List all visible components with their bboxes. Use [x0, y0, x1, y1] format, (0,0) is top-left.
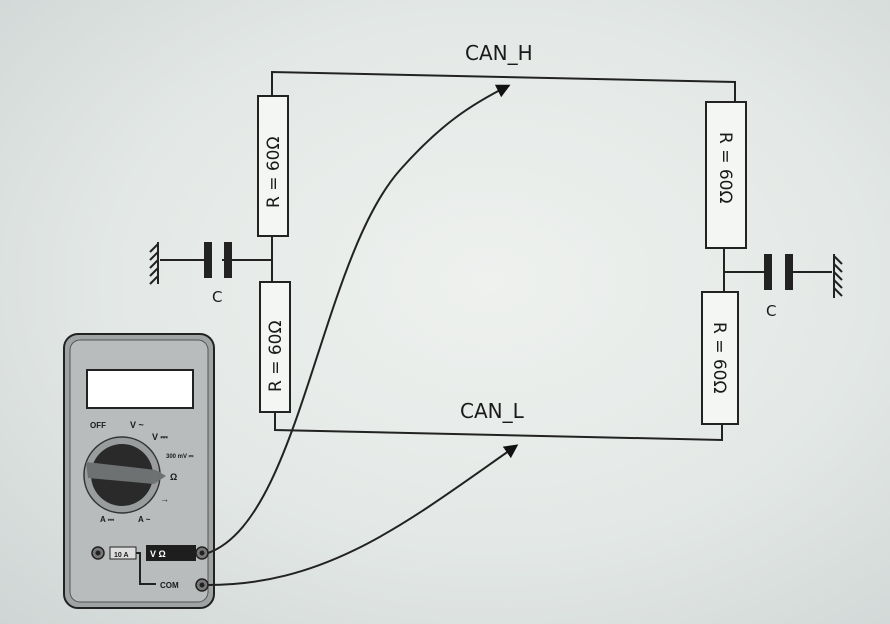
jack-com-label: COM: [160, 581, 179, 590]
right-termination: [701, 101, 843, 425]
dial-v-ac-label: V ~: [130, 420, 144, 430]
capacitor-left-label: C: [212, 288, 222, 306]
jack-com[interactable]: [195, 578, 209, 592]
dial-ohm-label: Ω: [170, 472, 177, 482]
dial-a-ac-label: A ~: [138, 515, 151, 524]
rotary-dial[interactable]: [83, 436, 166, 514]
resistor-right-top: [705, 101, 747, 249]
can-h-line: [271, 70, 736, 102]
resistor-right-bottom-label: R = 60Ω: [709, 322, 729, 394]
multimeter: OFF V ~ V ⎓ 300 mV ⎓ Ω → A ⎓ A ~ 10 A V …: [63, 333, 215, 609]
can-l-label: CAN_L: [460, 399, 525, 423]
probe-lead-v-ohm: [207, 84, 511, 554]
resistor-right-top-label: R = 60Ω: [715, 132, 735, 204]
capacitor-left: [204, 242, 212, 278]
resistor-left-bottom-label: R = 60Ω: [266, 321, 286, 393]
dial-off-label: OFF: [90, 421, 106, 430]
resistor-left-bottom: [259, 281, 291, 413]
jack-v-ohm[interactable]: [195, 546, 209, 560]
jack-10a-label: 10 A: [114, 552, 129, 559]
can-l-line: [274, 412, 723, 442]
can-h-label: CAN_H: [465, 41, 533, 65]
dial-v-dc-label: V ⎓: [152, 432, 169, 442]
jack-10a[interactable]: [91, 546, 105, 560]
left-termination: [149, 95, 291, 413]
resistor-right-bottom: [701, 291, 739, 425]
ground-left-icon: [149, 242, 159, 285]
ground-right-icon: [833, 254, 843, 298]
jack-v-ohm-label: V Ω: [150, 549, 166, 559]
multimeter-display: [86, 369, 194, 409]
probe-lead-com: [207, 444, 519, 586]
capacitor-right: [764, 254, 772, 290]
resistor-left-top-label: R = 60Ω: [264, 137, 284, 209]
capacitor-right-label: C: [766, 302, 776, 320]
dial-diode-label: →: [160, 494, 169, 504]
dial-a-dc-label: A ⎓: [100, 515, 115, 524]
dial-mv-dc-label: 300 mV ⎓: [166, 454, 194, 460]
